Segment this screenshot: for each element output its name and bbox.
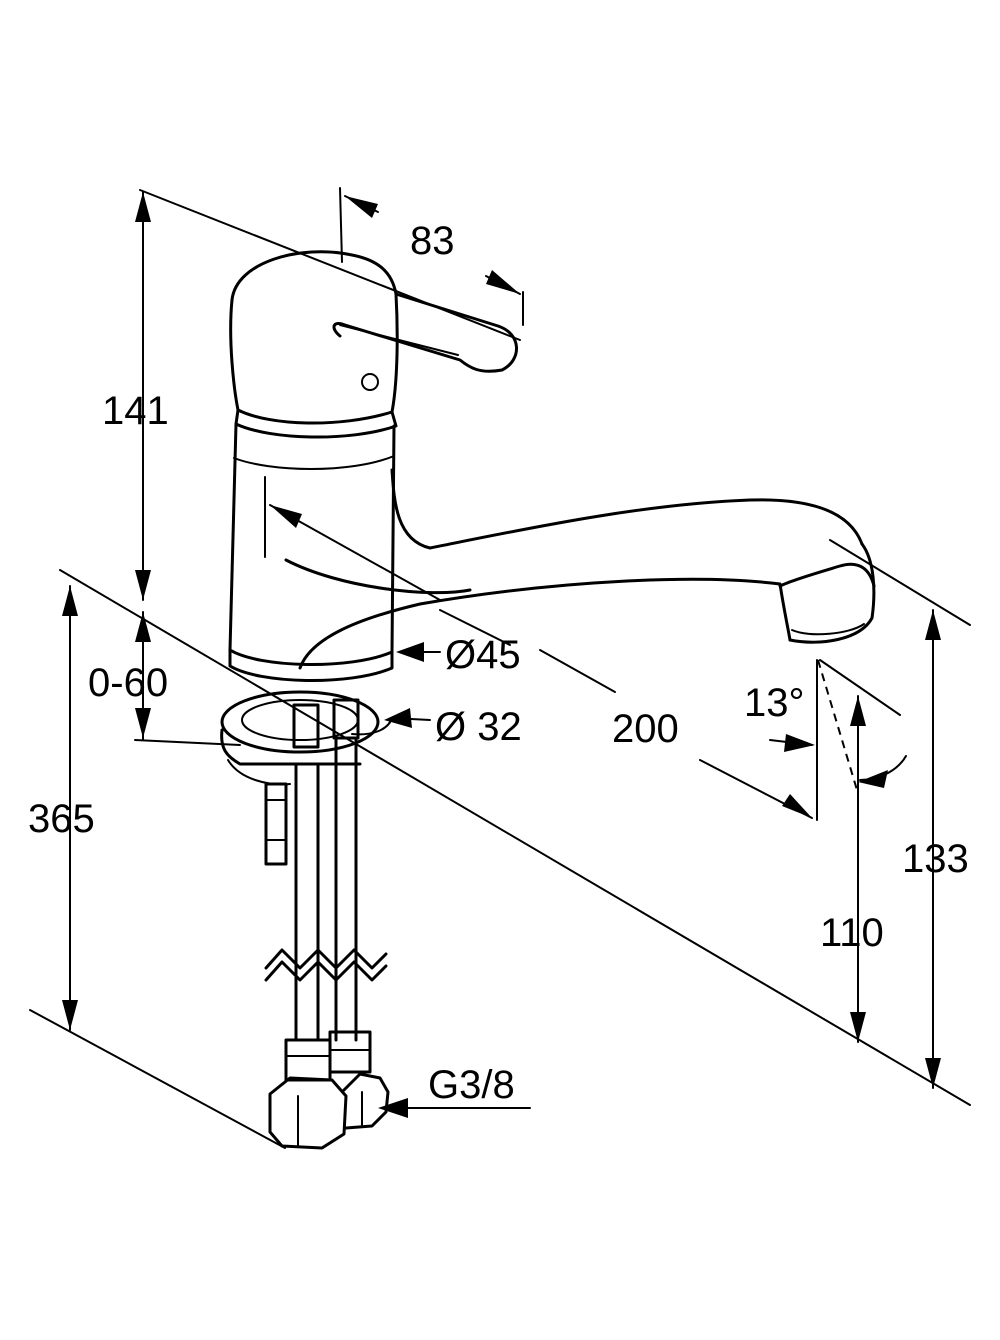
label-diameter-45: Ø45 [445,633,521,677]
label-133: 133 [902,837,969,881]
label-141: 141 [102,389,169,433]
label-365: 365 [28,797,95,841]
label-200: 200 [612,707,679,751]
label-g3-8: G3/8 [428,1063,515,1107]
label-83: 83 [410,219,455,263]
faucet-outline [220,250,876,1150]
label-110: 110 [820,911,884,955]
label-0-60: 0-60 [88,661,168,705]
dimension-labels: 83 141 0-60 Ø45 Ø 32 365 200 13° 110 133… [28,219,969,1107]
dimension-lines [62,191,941,1118]
label-13-degrees: 13° [744,681,805,725]
label-diameter-32: Ø 32 [435,705,522,749]
